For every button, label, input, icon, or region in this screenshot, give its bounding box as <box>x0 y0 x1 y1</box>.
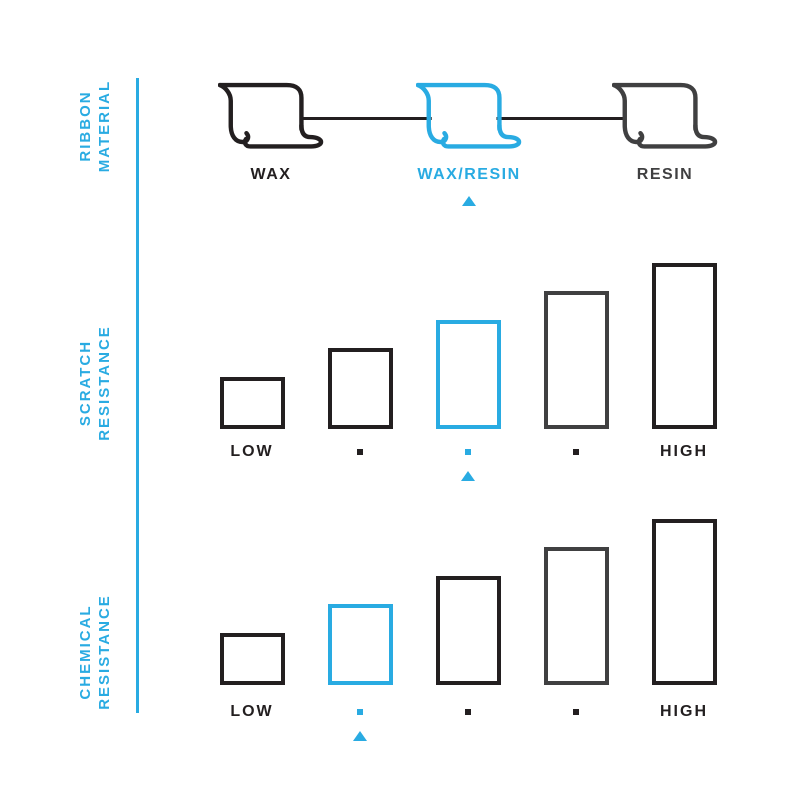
ribbon-roll-icon <box>218 82 324 149</box>
resistance-bar-level-5 <box>651 263 717 429</box>
level-dot <box>573 709 579 715</box>
resistance-bar-level-2 <box>327 348 393 429</box>
level-dot <box>573 449 579 455</box>
resistance-bar-level-2-selected <box>327 604 393 685</box>
selected-level-marker <box>353 731 367 741</box>
level-dot-selected <box>465 449 471 455</box>
resistance-bar-level-5 <box>651 519 717 685</box>
ribbon-material-wax: WAX <box>218 82 324 242</box>
low-label: LOW <box>230 703 274 720</box>
resistance-bar-level-3-selected <box>435 320 501 429</box>
resistance-bar-level-4 <box>543 291 609 429</box>
level-dot-selected <box>357 709 363 715</box>
resistance-bar-level-1 <box>219 633 285 685</box>
section-divider-line <box>136 78 139 713</box>
level-dot <box>357 449 363 455</box>
low-label: LOW <box>230 443 274 460</box>
ribbon-roll-icon <box>416 82 522 149</box>
ribbon-roll-icon <box>612 82 718 149</box>
resistance-bar-level-3 <box>435 576 501 685</box>
resistance-bar-level-1 <box>219 377 285 429</box>
ribbon-material-resin: RESIN <box>612 82 718 242</box>
ribbon-material-label: WAX/RESIN <box>417 166 521 183</box>
selected-level-marker <box>461 471 475 481</box>
selected-material-marker <box>462 196 476 206</box>
ribbon-material-label: RESIN <box>636 166 694 183</box>
level-dot <box>465 709 471 715</box>
high-label: HIGH <box>660 703 708 720</box>
high-label: HIGH <box>660 443 708 460</box>
ribbon-material-label: WAX <box>250 166 292 183</box>
ribbon-material-wax-resin: WAX/RESIN <box>416 82 522 242</box>
resistance-bar-level-4 <box>543 547 609 685</box>
